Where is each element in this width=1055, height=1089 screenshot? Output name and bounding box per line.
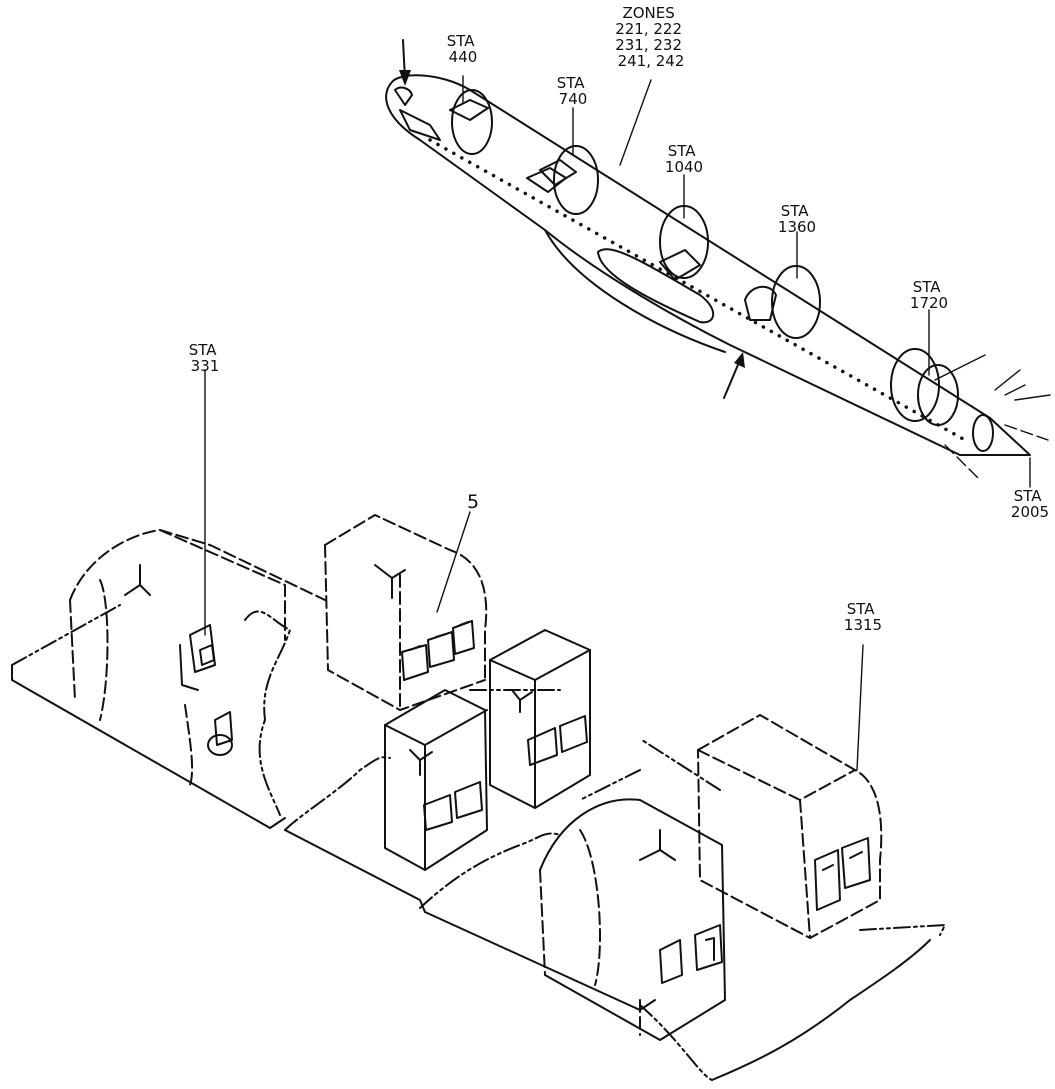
label-sta-331: STA 331 [189, 341, 222, 375]
label-sta-1040: STA 1040 [665, 142, 703, 176]
leader-sta-1315 [856, 644, 864, 771]
label-sta-1360: STA 1360 [778, 202, 816, 236]
galley-floor [11, 604, 946, 1081]
galley-unit-center-top [324, 514, 488, 711]
fuselage-outline [385, 39, 1051, 481]
station-leader-lines [462, 75, 1031, 488]
leader-item-5 [436, 511, 471, 613]
galley-unit-right [697, 714, 883, 939]
galley-unit-center-lower [384, 689, 488, 871]
label-sta-1720: STA 1720 [910, 278, 948, 312]
galley-unit-left [69, 529, 326, 816]
label-sta-2005: STA 2005 [1011, 487, 1049, 521]
label-sta-440: STA 440 [447, 32, 480, 66]
label-zones: ZONES 221, 222 231, 232 241, 242 [615, 4, 687, 70]
galley-unit-bottom [539, 798, 726, 1041]
label-item-5: 5 [467, 491, 479, 513]
galley-unit-center-right [489, 629, 591, 809]
label-sta-1315: STA 1315 [844, 600, 882, 634]
label-sta-740: STA 740 [557, 74, 590, 108]
